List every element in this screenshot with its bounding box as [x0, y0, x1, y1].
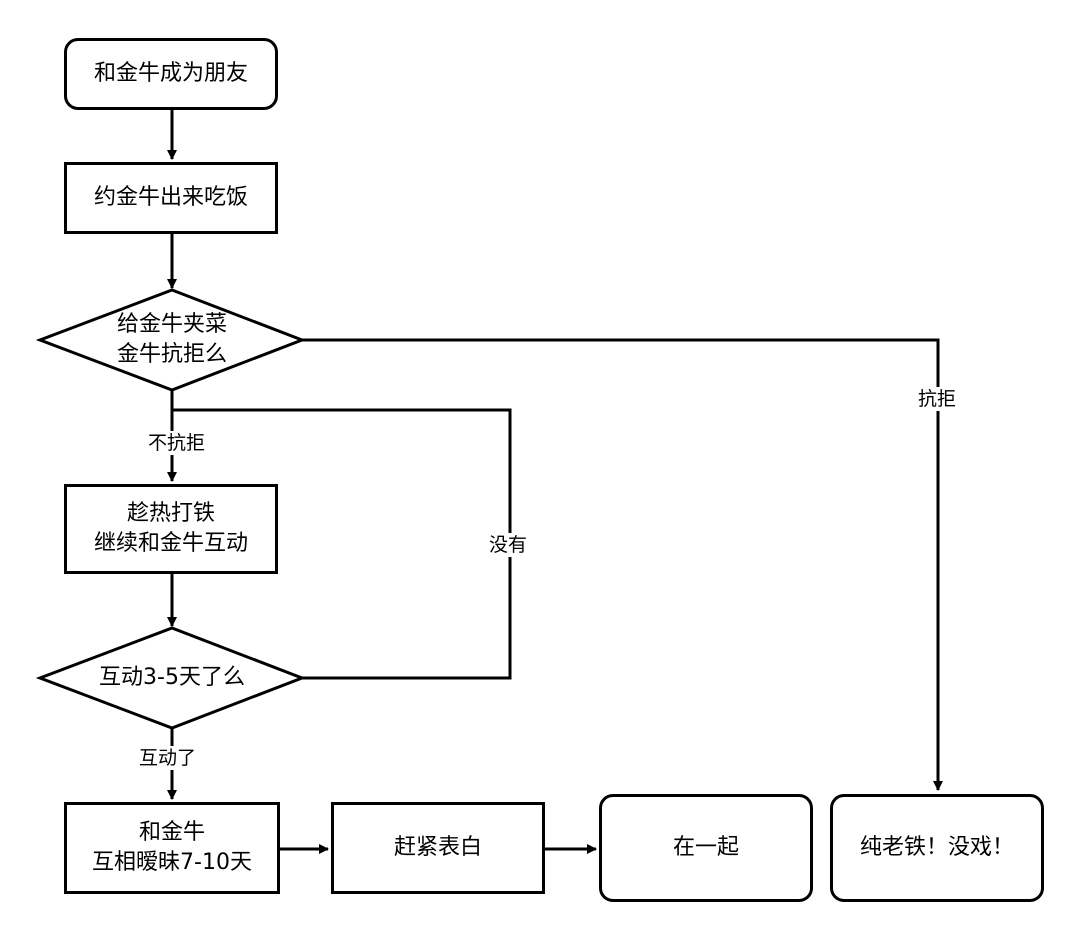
node-confess: 赶紧表白	[331, 802, 545, 894]
edge-label-refuse: 抗拒	[916, 387, 959, 411]
node-together: 在一起	[599, 794, 813, 902]
node-interact-days-label: 互动3-5天了么	[99, 665, 245, 690]
edge-label-not-yet: 没有	[487, 533, 530, 557]
edge-label-not-refuse: 不抗拒	[146, 431, 208, 455]
node-ambiguous: 和金牛 互相暧昧7-10天	[64, 802, 280, 894]
edge-label-interacted: 互动了	[137, 746, 199, 770]
node-pick-food-label: 给金牛夹菜 金牛抗拒么	[116, 312, 227, 367]
node-keep-going: 趁热打铁 继续和金牛互动	[64, 484, 278, 574]
node-befriend: 和金牛成为朋友	[64, 38, 278, 110]
node-dinner: 约金牛出来吃饭	[64, 162, 278, 234]
node-just-friend: 纯老铁！没戏！	[830, 794, 1044, 902]
arrow-pick-food-to-just-friend	[302, 338, 943, 791]
